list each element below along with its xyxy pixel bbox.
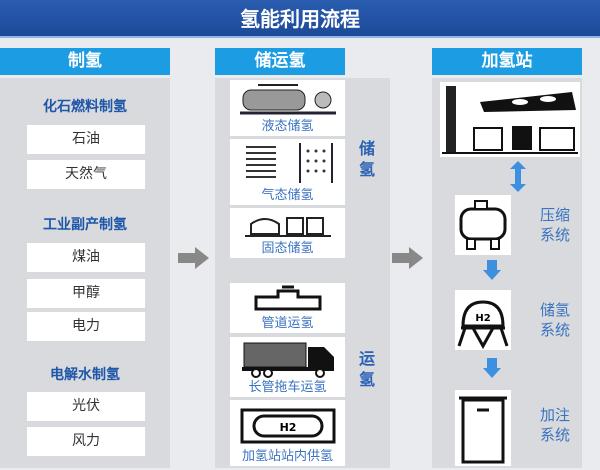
pipeline-icon [254, 285, 321, 311]
truck-icon [241, 342, 334, 378]
tanker-icon [239, 84, 336, 115]
arrow-down-icon [487, 260, 497, 270]
double-arrow-icon [515, 168, 521, 184]
dispenser-card [455, 390, 511, 466]
svg-text:H2: H2 [279, 421, 296, 434]
label-pipeline: 管道运氢 [261, 316, 314, 331]
item-kerosene: 煤油 [27, 243, 145, 272]
item-power: 电力 [27, 312, 145, 341]
compressor-card [455, 195, 511, 255]
card-solid: 固态储氢 [230, 208, 345, 258]
compressor-label: 压缩系统 [540, 206, 571, 244]
svg-text:H2: H2 [475, 313, 490, 324]
storage-system-card: H2 [455, 290, 511, 350]
card-tube-trailer: 长管拖车运氢 [230, 337, 345, 397]
item-oil: 石油 [27, 125, 145, 154]
label-liquid: 液态储氢 [261, 119, 314, 134]
card-onsite: H2 加氢站站内供氢 [230, 400, 345, 466]
item-methanol: 甲醇 [27, 279, 145, 308]
arrow-right-icon [178, 253, 196, 263]
storage-system-label: 储氢系统 [540, 301, 571, 339]
arrow-head-icon [195, 247, 209, 269]
station-header: 加氢站 [432, 48, 582, 75]
production-header: 制氢 [0, 48, 170, 75]
gas-storage-icon [245, 143, 333, 183]
h2-sphere-icon: H2 [457, 300, 509, 350]
label-solid: 固态储氢 [261, 241, 314, 256]
h2-tank-icon: H2 [240, 408, 335, 444]
label-onsite: 加氢站站内供氢 [241, 449, 333, 464]
compressor-icon [459, 200, 507, 250]
storage-header: 储运氢 [215, 48, 345, 75]
card-pipeline: 管道运氢 [230, 283, 345, 333]
card-gas: 气态储氢 [230, 139, 345, 205]
storage-side-label: 储氢 [358, 139, 375, 179]
transport-side-label: 运氢 [358, 349, 375, 389]
arrow-right-icon [392, 253, 410, 263]
arrow-down-head-icon [483, 270, 501, 280]
page-title: 氢能利用流程 [0, 0, 600, 38]
item-solar: 光伏 [27, 392, 145, 421]
group-fossil: 化石燃料制氢 [43, 99, 127, 115]
card-liquid: 液态储氢 [230, 80, 345, 136]
item-wind: 风力 [27, 427, 145, 456]
gas-station-icon [442, 86, 578, 154]
label-tube-trailer: 长管拖车运氢 [248, 380, 327, 395]
label-gas: 气态储氢 [261, 188, 314, 203]
arrow-down-head-icon [483, 368, 501, 378]
dispenser-icon [459, 396, 507, 464]
solid-storage-icon [244, 217, 331, 237]
dispenser-label: 加注系统 [540, 406, 571, 444]
arrow-down-icon [487, 358, 497, 368]
item-natural-gas: 天然气 [27, 160, 145, 189]
group-industrial: 工业副产制氢 [43, 217, 127, 233]
arrow-up-head-icon [510, 161, 526, 169]
station-image [440, 82, 580, 157]
arrow-head-icon [409, 247, 423, 269]
arrow-down-head-icon [510, 184, 526, 192]
group-electrolysis: 电解水制氢 [50, 367, 120, 383]
